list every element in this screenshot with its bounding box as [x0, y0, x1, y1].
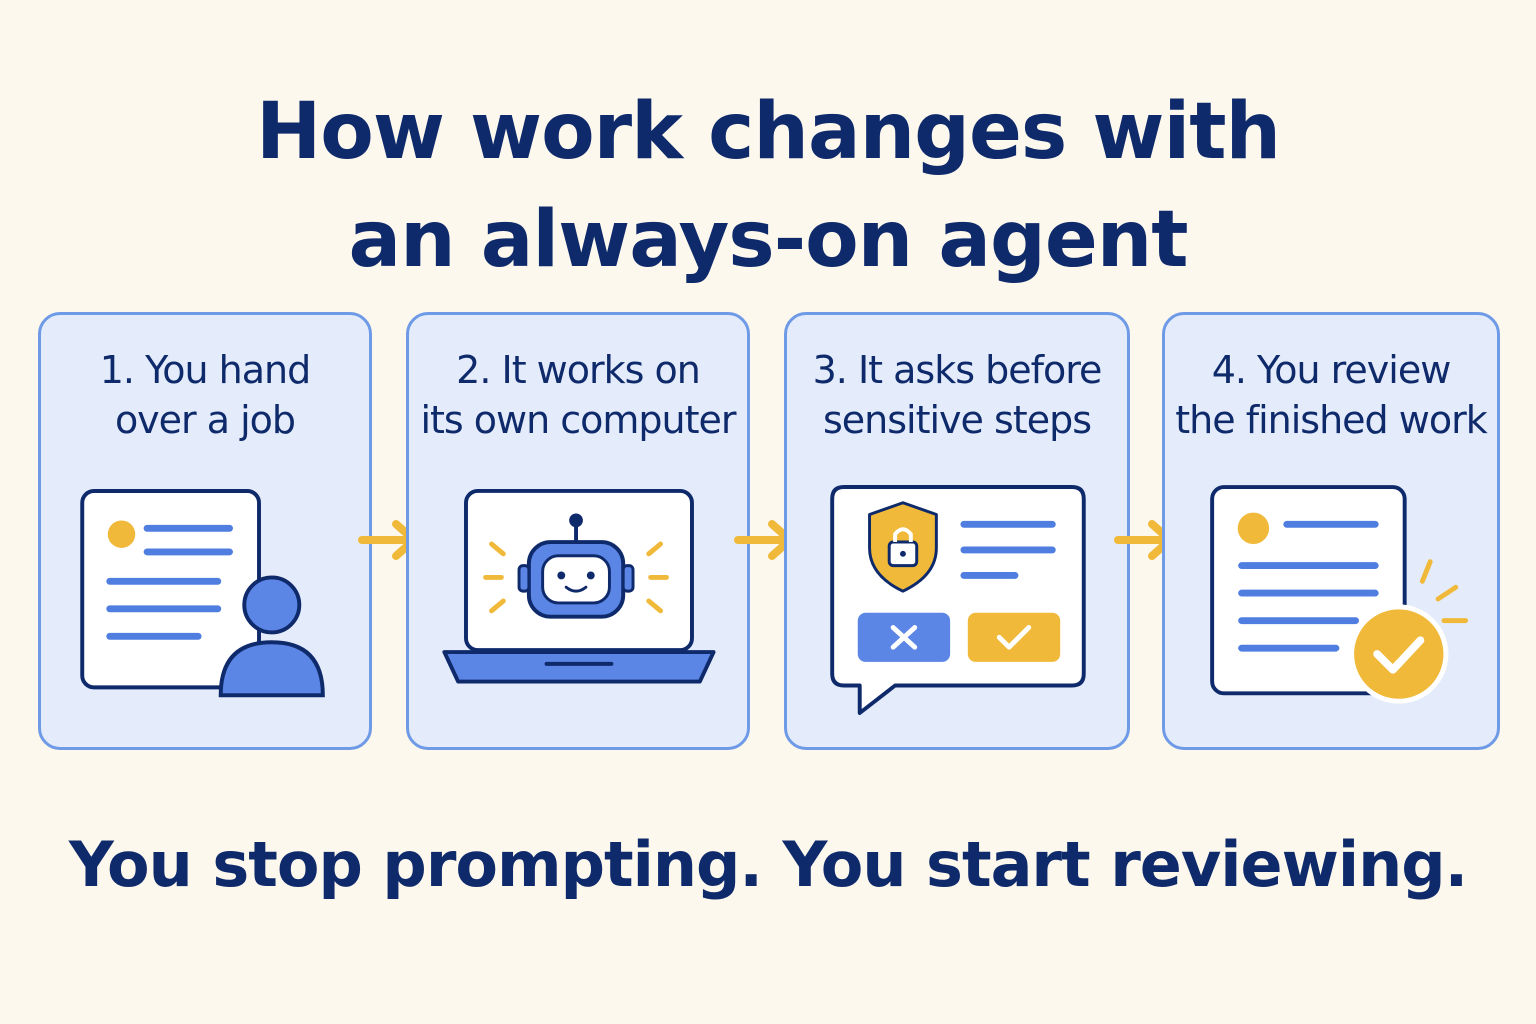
shield-approval-dialog-icon	[830, 485, 1086, 715]
title-line-2: an always-on agent	[348, 195, 1188, 285]
document-checkmark-icon	[1210, 485, 1469, 704]
laptop-robot-icon	[442, 488, 716, 684]
step-card-4: 4. You review the finished work	[1162, 312, 1500, 750]
step-card-1: 1. You hand over a job	[38, 312, 372, 750]
step-3-label-line-2: sensitive steps	[822, 398, 1092, 442]
step-3-label: 3. It asks before sensitive steps	[787, 345, 1127, 445]
step-card-2: 2. It works on its own computer	[406, 312, 750, 750]
tagline: You stop prompting. You start reviewing.	[68, 828, 1468, 901]
step-2-label: 2. It works on its own computer	[409, 345, 747, 445]
document-person-icon	[80, 489, 325, 698]
step-4-label-line-2: the finished work	[1175, 398, 1487, 442]
step-1-label-line-2: over a job	[114, 398, 296, 442]
step-4-label: 4. You review the finished work	[1165, 345, 1497, 445]
step-1-label-line-1: 1. You hand	[99, 348, 312, 392]
page-title: How work changes with an always-on agent	[0, 78, 1536, 294]
step-4-label-line-1: 4. You review	[1211, 348, 1452, 392]
step-1-label: 1. You hand over a job	[41, 345, 369, 445]
title-line-1: How work changes with	[255, 87, 1281, 177]
step-2-label-line-1: 2. It works on	[456, 348, 701, 392]
step-card-3: 3. It asks before sensitive steps	[784, 312, 1130, 750]
step-3-label-line-1: 3. It asks before	[812, 348, 1103, 392]
step-2-label-line-2: its own computer	[420, 398, 736, 442]
